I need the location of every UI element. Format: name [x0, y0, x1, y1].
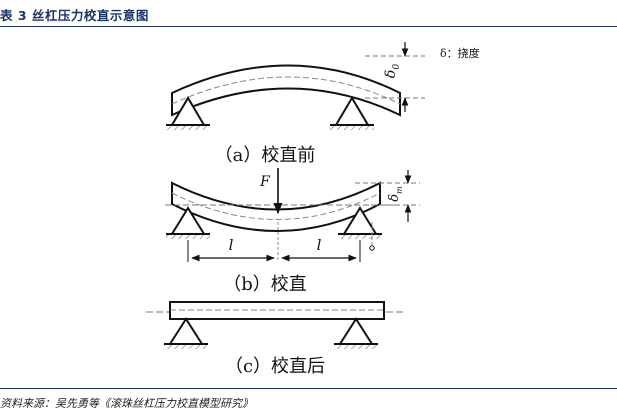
- span-label-right: l: [317, 236, 322, 254]
- beam-centerline: [171, 192, 381, 220]
- span-label-left: l: [229, 236, 234, 254]
- figure-title: 表 3 丝杠压力校直示意图: [0, 8, 149, 23]
- top-rule: [0, 26, 617, 27]
- caption-b: （b）校直: [223, 274, 307, 295]
- force-label: F: [259, 174, 271, 190]
- support-left: [166, 96, 210, 130]
- panel-c-after: （c）校直后: [146, 301, 404, 377]
- support-right: [338, 206, 382, 239]
- bottom-rule: [0, 388, 617, 389]
- source-note: 资料来源：吴先勇等《滚珠丝杠压力校直模型研究》: [0, 397, 253, 410]
- deflection-delta-m-label: δm: [387, 186, 404, 202]
- support-left: [164, 317, 208, 349]
- support-right: [330, 96, 374, 130]
- deflection-delta0-label: δ0: [383, 64, 402, 78]
- caption-c: （c）校直后: [225, 356, 325, 377]
- bent-beam-upward: [171, 64, 401, 117]
- beam-centerline: [171, 76, 401, 105]
- figure-header: 表 3 丝杠压力校直示意图: [0, 0, 617, 30]
- support-right: [334, 317, 378, 349]
- support-left: [166, 206, 210, 239]
- offset-marker: [369, 245, 375, 251]
- deflection-legend: δ：挠度: [440, 46, 480, 60]
- panel-b-straightening: δm F l l （b）校直: [165, 168, 420, 295]
- panel-a-before: δ0 δ：挠度 （a）校直前: [166, 42, 480, 166]
- caption-a: （a）校直前: [215, 145, 316, 166]
- bent-beam-downward: [171, 181, 381, 232]
